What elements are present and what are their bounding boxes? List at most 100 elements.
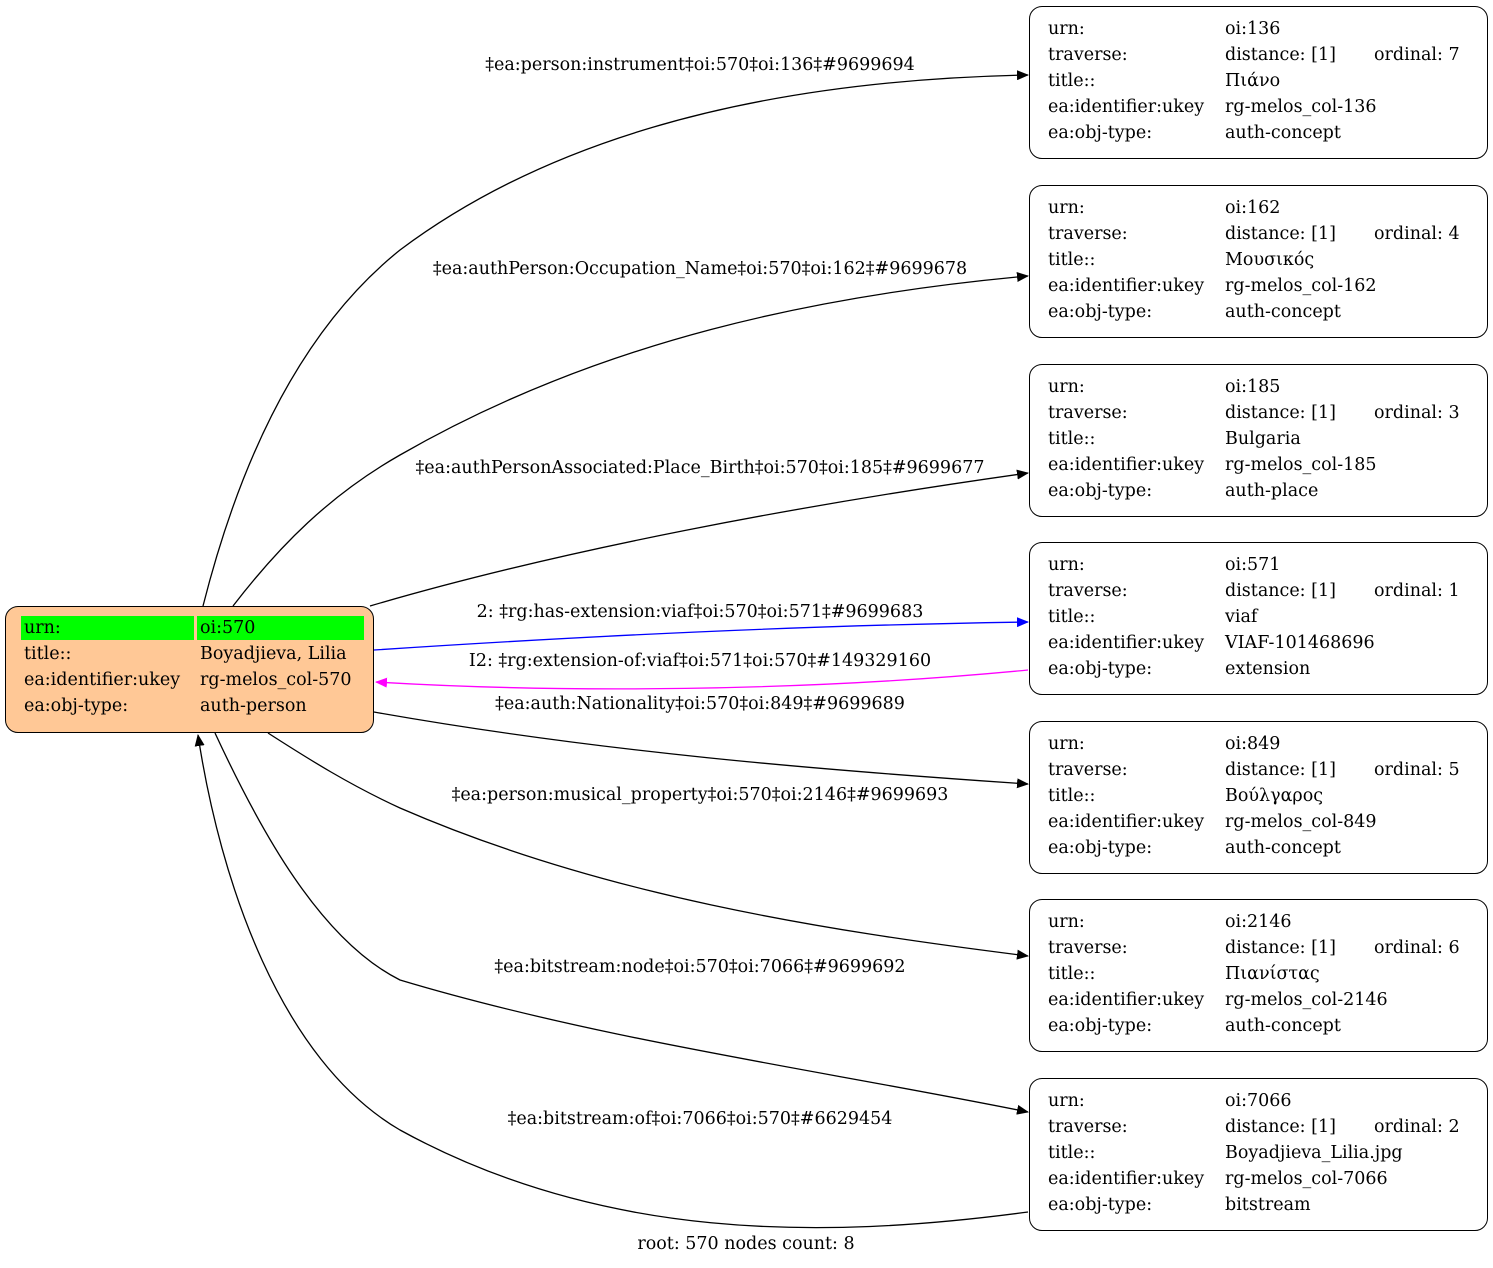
node-title-value: Boyadjieva_Lilia.jpg [1225, 1143, 1403, 1163]
node-row-title: title:: Boyadjieva_Lilia.jpg [1045, 1141, 1463, 1165]
node-title-key: title:: [1048, 250, 1096, 270]
node-row-ukey: ea:identifier:ukey rg-melos_col-2146 [1045, 988, 1463, 1012]
edge-label-1: ‡ea:person:instrument‡oi:570‡oi:136‡#969… [485, 55, 915, 75]
node-ukey-value: rg-melos_col-849 [1225, 812, 1377, 832]
node-ukey-key: ea:identifier:ukey [1048, 1169, 1205, 1189]
node-traverse-key: traverse: [1048, 224, 1128, 244]
root-ukey-value: rg-melos_col-570 [200, 670, 352, 690]
node-title-key: title:: [1048, 71, 1096, 91]
node-distance-value: distance: [1] [1225, 45, 1336, 65]
node-urn-value: oi:571 [1225, 555, 1281, 575]
node-row-urn: urn: oi:162 [1045, 196, 1463, 220]
node-urn-value: oi:136 [1225, 19, 1281, 39]
target-node-oi-849[interactable]: urn: oi:849 traverse: distance: [1] ordi… [1029, 721, 1488, 874]
node-urn-value: oi:2146 [1225, 912, 1292, 932]
node-objtype-key: ea:obj-type: [1048, 659, 1153, 679]
node-objtype-key: ea:obj-type: [1048, 302, 1153, 322]
node-ukey-value: rg-melos_col-136 [1225, 97, 1377, 117]
target-node-oi-185[interactable]: urn: oi:185 traverse: distance: [1] ordi… [1029, 364, 1488, 517]
node-row-ukey: ea:identifier:ukey rg-melos_col-849 [1045, 810, 1463, 834]
node-objtype-value: auth-concept [1225, 838, 1341, 858]
node-row-urn: urn: oi:185 [1045, 375, 1463, 399]
node-objtype-value: auth-place [1225, 481, 1319, 501]
node-objtype-value: bitstream [1225, 1195, 1311, 1215]
node-objtype-value: auth-concept [1225, 123, 1341, 143]
target-node-oi-2146[interactable]: urn: oi:2146 traverse: distance: [1] ord… [1029, 899, 1488, 1052]
target-node-oi-162[interactable]: urn: oi:162 traverse: distance: [1] ordi… [1029, 185, 1488, 338]
node-ordinal-value: ordinal: 1 [1374, 581, 1460, 601]
edge-2 [232, 272, 1029, 607]
node-objtype-key: ea:obj-type: [1048, 123, 1153, 143]
target-node-oi-571[interactable]: urn: oi:571 traverse: distance: [1] ordi… [1029, 542, 1488, 695]
target-node-oi-136[interactable]: urn: oi:136 traverse: distance: [1] ordi… [1029, 6, 1488, 159]
node-row-traverse: traverse: distance: [1] ordinal: 6 [1045, 936, 1463, 960]
node-objtype-key: ea:obj-type: [1048, 1195, 1153, 1215]
node-row-urn: urn: oi:849 [1045, 732, 1463, 756]
root-urn-value: oi:570 [197, 616, 364, 640]
node-ukey-key: ea:identifier:ukey [1048, 812, 1205, 832]
node-traverse-key: traverse: [1048, 403, 1128, 423]
node-row-traverse: traverse: distance: [1] ordinal: 4 [1045, 222, 1463, 246]
node-title-value: Πιάνο [1225, 71, 1281, 91]
node-traverse-key: traverse: [1048, 45, 1128, 65]
node-urn-key: urn: [1048, 912, 1085, 932]
edge-9 [194, 734, 1029, 1229]
node-row-objtype: ea:obj-type: bitstream [1045, 1193, 1463, 1217]
node-urn-value: oi:162 [1225, 198, 1281, 218]
node-title-value: Μουσικός [1225, 250, 1315, 270]
node-ukey-key: ea:identifier:ukey [1048, 633, 1205, 653]
node-row-title: title:: viaf [1045, 605, 1463, 629]
edge-label-8: ‡ea:bitstream:node‡oi:570‡oi:7066‡#96996… [494, 957, 906, 977]
node-row-title: title:: Πιάνο [1045, 69, 1463, 93]
node-ordinal-value: ordinal: 6 [1374, 938, 1460, 958]
node-row-title: title:: Bulgaria [1045, 427, 1463, 451]
node-objtype-key: ea:obj-type: [1048, 1016, 1153, 1036]
node-row-objtype: ea:obj-type: auth-concept [1045, 1014, 1463, 1038]
node-distance-value: distance: [1] [1225, 938, 1336, 958]
node-title-key: title:: [1048, 429, 1096, 449]
node-distance-value: distance: [1] [1225, 1117, 1336, 1137]
edge-label-3: ‡ea:authPersonAssociated:Place_Birth‡oi:… [415, 458, 985, 478]
node-row-ukey: ea:identifier:ukey rg-melos_col-162 [1045, 274, 1463, 298]
node-ukey-key: ea:identifier:ukey [1048, 97, 1205, 117]
node-row-title: title:: Μουσικός [1045, 248, 1463, 272]
node-title-key: title:: [1048, 607, 1096, 627]
root-row-objtype: ea:obj-type: auth-person [21, 694, 364, 718]
node-row-ukey: ea:identifier:ukey rg-melos_col-136 [1045, 95, 1463, 119]
node-row-traverse: traverse: distance: [1] ordinal: 2 [1045, 1115, 1463, 1139]
node-row-urn: urn: oi:2146 [1045, 910, 1463, 934]
node-row-ukey: ea:identifier:ukey VIAF-101468696 [1045, 631, 1463, 655]
edge-label-5: I2: ‡rg:extension-of:viaf‡oi:571‡oi:570‡… [468, 651, 932, 671]
node-urn-key: urn: [1048, 377, 1085, 397]
node-ukey-key: ea:identifier:ukey [1048, 455, 1205, 475]
root-title-key: title:: [24, 644, 72, 664]
node-title-value: viaf [1225, 607, 1258, 627]
node-title-value: Bulgaria [1225, 429, 1301, 449]
root-objtype-value: auth-person [200, 696, 307, 716]
node-distance-value: distance: [1] [1225, 760, 1336, 780]
node-ukey-value: rg-melos_col-7066 [1225, 1169, 1388, 1189]
root-node[interactable]: urn: oi:570 title:: Boyadjieva, Lilia ea… [5, 606, 374, 733]
node-title-key: title:: [1048, 786, 1096, 806]
node-row-traverse: traverse: distance: [1] ordinal: 7 [1045, 43, 1463, 67]
edge-label-2: ‡ea:authPerson:Occupation_Name‡oi:570‡oi… [432, 259, 968, 279]
node-row-title: title:: Βούλγαρος [1045, 784, 1463, 808]
root-row-ukey: ea:identifier:ukey rg-melos_col-570 [21, 668, 364, 692]
node-ukey-key: ea:identifier:ukey [1048, 276, 1205, 296]
edge-4 [373, 617, 1029, 651]
node-ordinal-value: ordinal: 2 [1374, 1117, 1460, 1137]
node-row-ukey: ea:identifier:ukey rg-melos_col-7066 [1045, 1167, 1463, 1191]
edge-label-9: ‡ea:bitstream:of‡oi:7066‡oi:570‡#6629454 [507, 1109, 893, 1129]
node-row-traverse: traverse: distance: [1] ordinal: 1 [1045, 579, 1463, 603]
target-node-oi-7066[interactable]: urn: oi:7066 traverse: distance: [1] ord… [1029, 1078, 1488, 1231]
node-objtype-key: ea:obj-type: [1048, 838, 1153, 858]
node-ukey-value: rg-melos_col-2146 [1225, 990, 1388, 1010]
root-row-urn: urn: oi:570 [21, 616, 364, 640]
node-title-value: Βούλγαρος [1225, 786, 1324, 806]
edge-6 [373, 711, 1029, 789]
node-ordinal-value: ordinal: 3 [1374, 403, 1460, 423]
node-objtype-value: auth-concept [1225, 302, 1341, 322]
graph-footer: root: 570 nodes count: 8 [637, 1234, 855, 1254]
node-row-urn: urn: oi:7066 [1045, 1089, 1463, 1113]
